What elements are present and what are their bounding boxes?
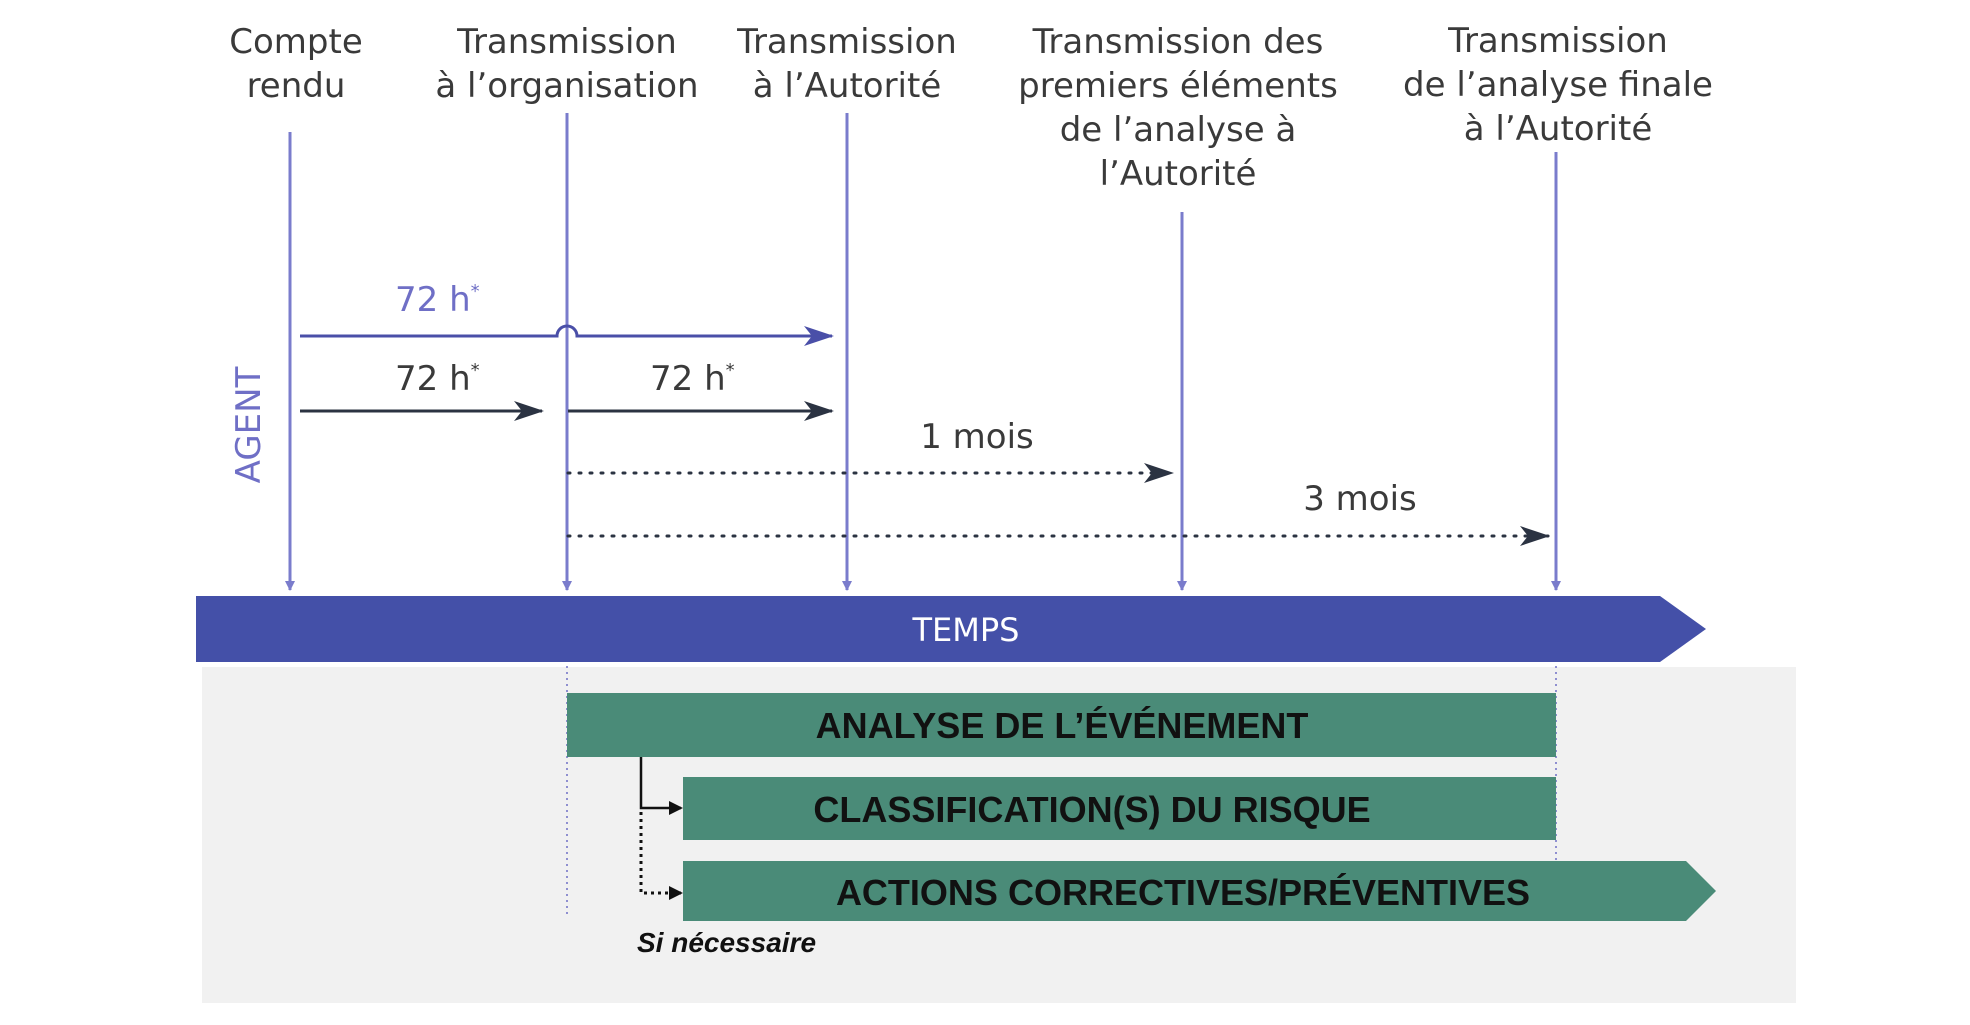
svg-text:l’Autorité: l’Autorité [1100, 154, 1257, 194]
svg-text:de l’analyse finale: de l’analyse finale [1403, 65, 1713, 105]
classification-bar-label: CLASSIFICATION(S) DU RISQUE [813, 789, 1370, 830]
classification-connector-arrow [639, 757, 683, 815]
milestone-transmission-autorite: Transmission à l’Autorité [736, 22, 957, 106]
svg-text:Transmission: Transmission [736, 22, 957, 62]
svg-text:Transmission: Transmission [1447, 21, 1668, 61]
agent-label: AGENT [229, 366, 269, 483]
svg-text:premiers éléments: premiers éléments [1018, 66, 1338, 106]
milestone-analyse-finale: Transmission de l’analyse finale à l’Aut… [1403, 21, 1713, 149]
if-needed-label: Si nécessaire [637, 927, 816, 958]
classification-bar [683, 777, 1556, 840]
svg-text:à l’organisation: à l’organisation [435, 66, 698, 106]
direct-duration-label: 72 h* [395, 280, 480, 320]
actions-connector-arrow [639, 812, 683, 900]
svg-text:rendu: rendu [247, 66, 346, 106]
milestone-premiers-elements: Transmission des premiers éléments de l’… [1018, 22, 1338, 194]
svg-text:Compte: Compte [229, 22, 363, 62]
timeline-bar [196, 596, 1706, 662]
svg-text:de l’analyse à: de l’analyse à [1060, 110, 1297, 150]
analysis-bar-label: ANALYSE DE L’ÉVÉNEMENT [816, 705, 1309, 746]
org-to-authority-duration-label: 72 h* [650, 359, 735, 399]
actions-bar [683, 861, 1716, 921]
timeline-label: TEMPS [912, 611, 1020, 649]
svg-text:à l’Autorité: à l’Autorité [1464, 109, 1653, 149]
milestone-transmission-organisation: Transmission à l’organisation [435, 22, 698, 106]
svg-text:Transmission: Transmission [456, 22, 677, 62]
one-month-label: 1 mois [920, 417, 1034, 457]
direct-arrow-agent-to-authority [300, 324, 834, 346]
three-months-label: 3 mois [1303, 479, 1417, 519]
svg-text:à l’Autorité: à l’Autorité [753, 66, 942, 106]
agent-to-org-duration-label: 72 h* [395, 359, 480, 399]
milestone-compte-rendu: Compte rendu [229, 22, 363, 106]
svg-text:Transmission des: Transmission des [1032, 22, 1324, 62]
actions-bar-label: ACTIONS CORRECTIVES/PRÉVENTIVES [836, 872, 1530, 913]
analysis-bar [567, 693, 1556, 757]
